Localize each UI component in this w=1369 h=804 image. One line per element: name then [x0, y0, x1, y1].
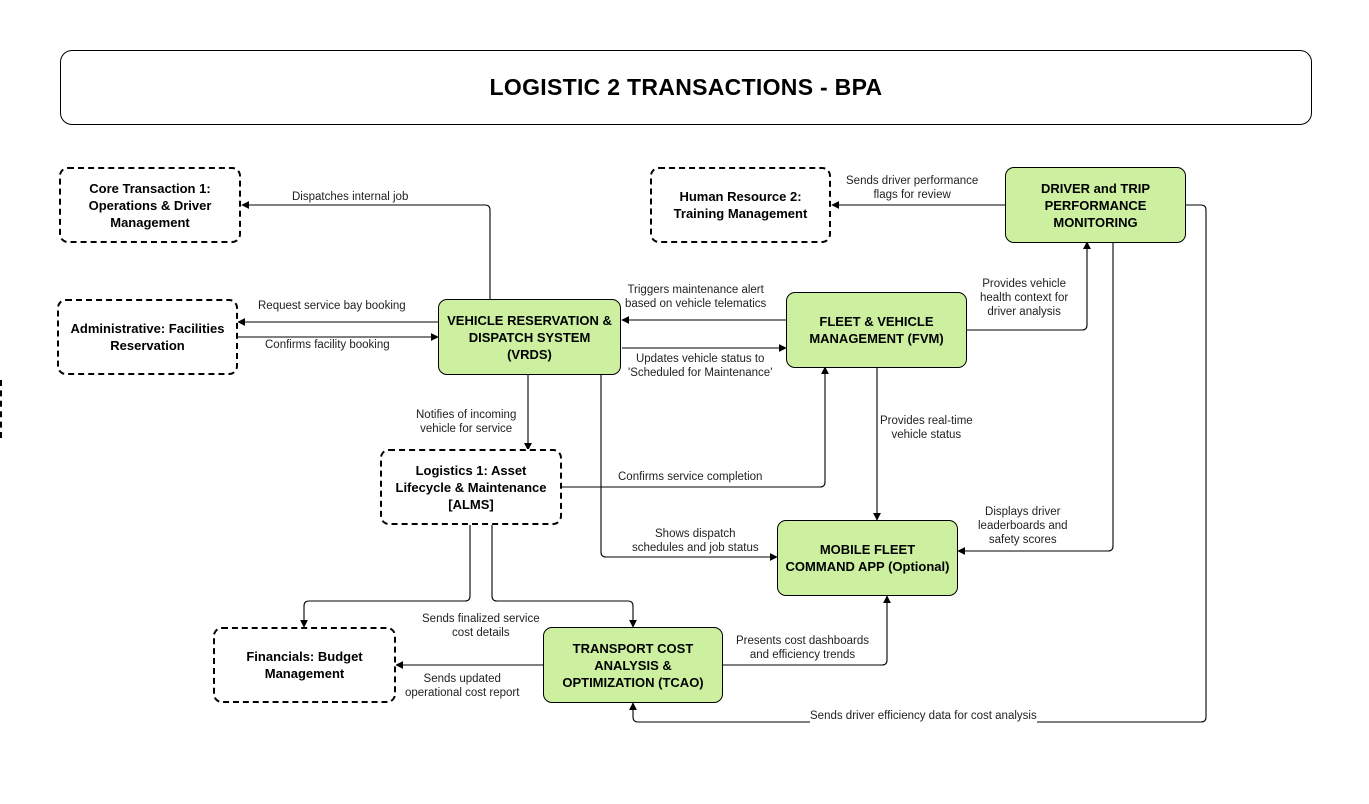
node-fvm[interactable]: FLEET & VEHICLE MANAGEMENT (FVM) [786, 292, 967, 368]
node-core-transaction-1[interactable]: Core Transaction 1: Operations & Driver … [59, 167, 241, 243]
label-sends-updated: Sends updated operational cost report [405, 672, 520, 700]
node-administrative-facilities[interactable]: Administrative: Facilities Reservation [57, 299, 238, 375]
node-driver-trip-monitoring[interactable]: DRIVER and TRIP PERFORMANCE MONITORING [1005, 167, 1186, 243]
label-realtime: Provides real-time vehicle status [880, 414, 973, 442]
node-alms[interactable]: Logistics 1: Asset Lifecycle & Maintenan… [380, 449, 562, 525]
label-shows-dispatch: Shows dispatch schedules and job status [632, 527, 759, 555]
label-sends-finalized: Sends finalized service cost details [422, 612, 540, 640]
edge-provides-health [967, 241, 1091, 331]
label-confirms-facility: Confirms facility booking [265, 338, 390, 352]
edge-dashed-marker [0, 380, 2, 438]
edge-confirms-service [562, 366, 829, 488]
node-financials-budget[interactable]: Financials: Budget Management [213, 627, 396, 703]
edge-displays-leader [957, 242, 1114, 555]
label-provides-health: Provides vehicle health context for driv… [980, 277, 1069, 319]
label-request-bay: Request service bay booking [258, 299, 406, 313]
label-sends-perf: Sends driver performance flags for revie… [846, 174, 979, 202]
edge-presents-cost [723, 595, 891, 666]
diagram-title: LOGISTIC 2 TRANSACTIONS - BPA [60, 50, 1312, 125]
node-human-resource-2[interactable]: Human Resource 2: Training Management [650, 167, 831, 243]
edge-sends-finalized-right [491, 525, 637, 628]
label-notifies: Notifies of incoming vehicle for service [416, 408, 517, 436]
edge-sends-efficiency [629, 204, 1207, 723]
edge-shows-dispatch [600, 374, 778, 561]
edge-sends-finalized-left [300, 525, 471, 628]
label-confirms-service: Confirms service completion [618, 470, 763, 484]
label-presents-cost: Presents cost dashboards and efficiency … [736, 634, 869, 662]
node-tcao[interactable]: TRANSPORT COST ANALYSIS & OPTIMIZATION (… [543, 627, 723, 703]
node-vrds[interactable]: VEHICLE RESERVATION & DISPATCH SYSTEM (V… [438, 299, 621, 375]
label-displays-leader: Displays driver leaderboards and safety … [978, 505, 1068, 547]
label-triggers-maint: Triggers maintenance alert based on vehi… [625, 283, 767, 311]
label-updates-status: Updates vehicle status to 'Scheduled for… [628, 352, 773, 380]
label-sends-efficiency: Sends driver efficiency data for cost an… [810, 709, 1037, 723]
node-mobile-fleet-app[interactable]: MOBILE FLEET COMMAND APP (Optional) [777, 520, 958, 596]
label-dispatches: Dispatches internal job [292, 190, 409, 204]
edge-dispatches [241, 201, 491, 300]
